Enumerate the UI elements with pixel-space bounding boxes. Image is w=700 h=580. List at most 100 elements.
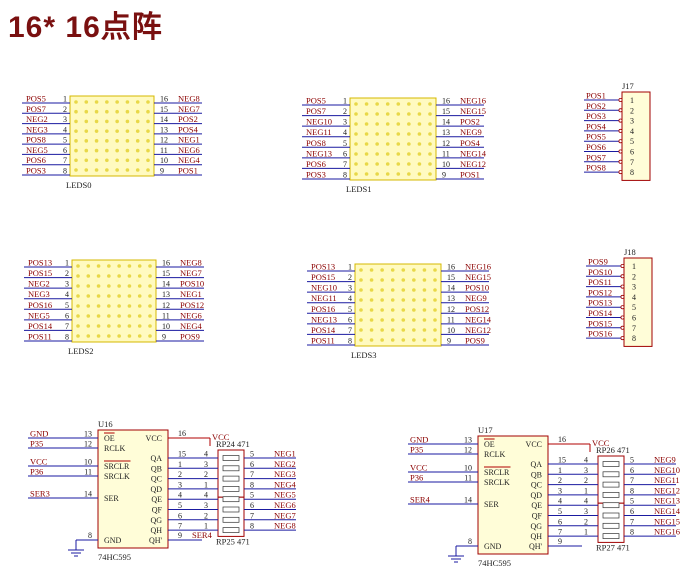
pin-number: 11 — [84, 468, 92, 477]
pin-number: 8 — [632, 334, 636, 343]
led-dot — [354, 152, 358, 156]
led-dot — [412, 308, 416, 312]
led-dot — [148, 264, 152, 268]
pin-number: 2 — [204, 470, 208, 479]
led-dot — [137, 304, 142, 308]
pin-number: 10 — [447, 326, 455, 335]
net-label: NEG5 — [28, 310, 50, 320]
net-label: NEG8 — [178, 94, 200, 104]
pin-number: 5 — [630, 497, 634, 506]
net-label: NEG4 — [178, 155, 200, 165]
pin-number: 3 — [204, 460, 208, 469]
net-label: NEG16 — [654, 527, 680, 537]
resistor — [602, 471, 620, 478]
led-dot — [417, 122, 422, 126]
net-label: NEG2 — [26, 114, 48, 124]
led-dot — [433, 298, 437, 302]
led-dot — [417, 152, 422, 156]
pin-number: 3 — [630, 117, 634, 126]
pin-number: 3 — [63, 115, 67, 124]
led-dot — [127, 264, 132, 268]
led-dot — [117, 264, 121, 268]
led-dot — [115, 158, 119, 163]
led-dot — [396, 102, 401, 106]
led-dot — [375, 122, 379, 126]
pin-number: 1 — [204, 522, 208, 531]
pin-name: QF — [152, 506, 163, 515]
led-dot — [117, 314, 121, 318]
led-dot — [117, 334, 121, 338]
pin-name: GND — [104, 536, 122, 545]
net-label: POS1 — [586, 91, 606, 101]
pin-number: 6 — [63, 146, 67, 155]
pin-contact — [618, 149, 623, 154]
led-dot — [407, 132, 411, 136]
led-dot — [127, 294, 132, 298]
led-dot — [127, 324, 132, 328]
pin-number: 14 — [160, 115, 168, 124]
led-dot — [354, 142, 358, 146]
pin-name: VCC — [146, 434, 162, 443]
led-dot — [354, 132, 358, 136]
led-dot — [148, 334, 152, 338]
led-dot — [385, 132, 390, 136]
pin-number: 6 — [558, 517, 562, 526]
led-dot — [359, 288, 363, 292]
led-dot — [422, 278, 427, 282]
net-label: POS3 — [586, 111, 606, 121]
net-label: SER4 — [192, 530, 213, 540]
net-label: NEG14 — [460, 148, 487, 158]
net-label: NEG2 — [274, 459, 296, 469]
led-dot — [115, 109, 119, 114]
pin-number: 3 — [584, 466, 588, 475]
resistor-pack — [217, 496, 245, 537]
net-label: NEG11 — [311, 293, 337, 303]
led-dot — [135, 148, 140, 153]
net-label: POS15 — [588, 318, 612, 328]
net-label: POS9 — [588, 257, 608, 267]
pin-number: 10 — [464, 464, 472, 473]
net-label: NEG14 — [654, 506, 681, 516]
pin-number: 7 — [630, 158, 634, 167]
pin-number: 4 — [584, 497, 588, 506]
net-label: NEG15 — [654, 516, 680, 526]
pin-number: 3 — [178, 480, 182, 489]
net-label: NEG1 — [274, 449, 296, 459]
net-label: POS10 — [180, 279, 204, 289]
led-dot — [96, 304, 101, 308]
led-dot — [433, 328, 437, 332]
led-dot — [396, 172, 401, 176]
pin-number: 9 — [162, 333, 166, 342]
component-ref: LEDS3 — [351, 350, 377, 360]
led-dot — [369, 308, 374, 312]
resistor — [602, 481, 620, 488]
net-label: NEG12 — [654, 485, 680, 495]
led-dot — [74, 139, 78, 143]
pin-number: 12 — [160, 136, 168, 145]
led-dot — [401, 338, 406, 342]
led-dot — [385, 122, 390, 126]
led-dot — [390, 338, 395, 342]
pin-name: SRCLK — [484, 478, 510, 487]
led-dot — [407, 102, 411, 106]
pin-name: OE — [484, 440, 495, 449]
pin-name: QB — [531, 470, 542, 479]
led-dot — [407, 162, 411, 166]
led-dot — [76, 264, 80, 268]
pin-name: RCLK — [484, 450, 506, 459]
led-dot — [105, 168, 109, 172]
led-dot — [96, 334, 101, 338]
pin-name: QF — [532, 512, 543, 521]
net-label: P35 — [410, 445, 423, 455]
part-number: 74HC595 — [98, 552, 131, 562]
pin-name: SER — [484, 500, 499, 509]
pin-number: 9 — [447, 337, 451, 346]
led-dot — [148, 294, 152, 298]
led-dot — [137, 294, 142, 298]
led-dot — [385, 172, 390, 176]
led-dot — [369, 268, 374, 272]
led-dot — [369, 278, 374, 282]
net-label: POS16 — [588, 329, 612, 339]
net-label: POS14 — [311, 325, 336, 335]
led-dot — [137, 264, 142, 268]
